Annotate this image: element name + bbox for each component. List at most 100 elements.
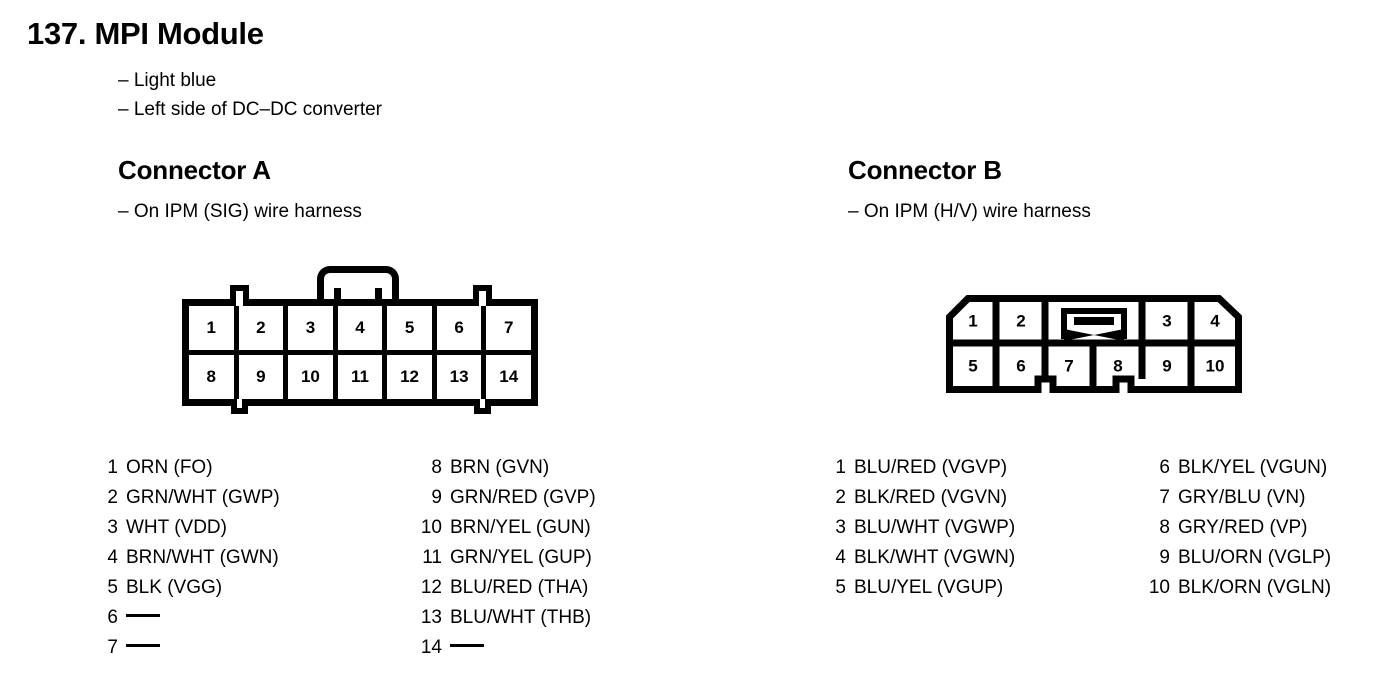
pin-label: GRN/WHT (GWP) — [126, 487, 280, 508]
pin-number: 11 — [422, 547, 442, 568]
connector-b-outline: 1 2 3 4 5 6 7 8 9 10 — [946, 295, 1242, 393]
pin-row: 8 BRN (GVN) — [416, 457, 596, 487]
connector-b-latch-recess — [1041, 299, 1146, 343]
connector-a-tab-top-left — [230, 285, 249, 306]
connector-b-note: – On IPM (H/V) wire harness — [848, 201, 1091, 222]
connector-a-note: – On IPM (SIG) wire harness — [118, 201, 362, 222]
connector-a-pin-cell: 14 — [486, 355, 531, 399]
pin-row: 4 BRN/WHT (GWN) — [92, 547, 280, 577]
connector-b-pin-cell: 9 — [1162, 357, 1171, 376]
pin-label: BLU/WHT (THB) — [450, 607, 592, 628]
connector-b-pin-cell: 7 — [1064, 357, 1073, 376]
lock-bar-icon — [1074, 317, 1114, 325]
connector-a-pin-grid: 1 2 3 4 5 6 7 8 9 10 11 12 13 14 — [189, 306, 531, 399]
pin-label: BLU/RED (THA) — [450, 577, 589, 598]
pin-number: 5 — [107, 577, 118, 598]
pin-number: 9 — [431, 487, 442, 508]
connector-b-pin-cell: 3 — [1162, 312, 1171, 331]
pin-row: 2 GRN/WHT (GWP) — [92, 487, 280, 517]
pin-number: 5 — [835, 577, 846, 598]
pin-number: 10 — [1148, 577, 1170, 598]
pin-number: 8 — [431, 457, 442, 478]
connector-a-tab-top-right — [473, 285, 492, 306]
pin-row: 11 GRN/YEL (GUP) — [416, 547, 596, 577]
pin-label: BLK/WHT (VGWN) — [854, 547, 1016, 568]
pin-row: 9 GRN/RED (GVP) — [416, 487, 596, 517]
connector-a-diagram: 1 2 3 4 5 6 7 8 9 10 11 12 13 14 — [182, 266, 538, 414]
connector-a-tab-bottom-right — [474, 399, 491, 414]
pin-label: BLU/ORN (VGLP) — [1178, 547, 1332, 568]
connector-a-pin-cell: 2 — [238, 306, 284, 350]
connector-b-pin-cell: 1 — [968, 312, 977, 331]
pin-row: 12 BLU/RED (THA) — [416, 577, 596, 607]
pin-number: 12 — [420, 577, 442, 598]
pin-row: 10 BRN/YEL (GUN) — [416, 517, 596, 547]
pin-number: 10 — [420, 517, 442, 538]
connector-b-pin-cell: 4 — [1210, 312, 1220, 331]
pin-number: 2 — [835, 487, 846, 508]
connector-a-pin-cell: 5 — [387, 306, 432, 350]
pin-row: 1 ORN (FO) — [92, 457, 280, 487]
connector-b-pin-cell: 8 — [1113, 357, 1122, 376]
pin-row: 7 — [92, 637, 280, 667]
connector-b-diagram: 1 2 3 4 5 6 7 8 9 10 — [946, 295, 1242, 393]
pin-label: BRN (GVN) — [450, 457, 550, 478]
pin-label: BRN/YEL (GUN) — [450, 517, 591, 538]
pin-label: GRY/RED (VP) — [1178, 517, 1308, 538]
pin-number: 13 — [420, 607, 442, 628]
pin-label: WHT (VDD) — [126, 517, 227, 538]
pin-number: 6 — [107, 607, 118, 628]
connector-b-pin-cell: 10 — [1206, 357, 1225, 376]
connector-b-pin-cell: 5 — [968, 357, 977, 376]
pin-label — [450, 637, 484, 659]
pin-row: 5 BLU/YEL (VGUP) — [820, 577, 1015, 607]
pin-label: BLU/YEL (VGUP) — [854, 577, 1004, 598]
pin-number: 1 — [835, 457, 846, 478]
connector-a-pin-cell: 1 — [189, 306, 234, 350]
connector-a-pin-cell: 6 — [436, 306, 482, 350]
connector-a-pin-cell: 8 — [189, 355, 234, 399]
pin-empty-dash — [126, 644, 160, 647]
lock-bracket-icon — [1061, 308, 1127, 339]
pin-number: 14 — [420, 637, 442, 658]
pin-number: 9 — [1159, 547, 1170, 568]
pin-row: 6 — [92, 607, 280, 637]
pin-label: GRN/YEL (GUP) — [450, 547, 592, 568]
connector-a-tab-bottom-left — [231, 399, 248, 414]
connector-a-pin-cell: 3 — [288, 306, 333, 350]
pin-label — [126, 637, 160, 659]
pin-row: 14 — [416, 637, 596, 667]
pin-row: 8 GRY/RED (VP) — [1144, 517, 1331, 547]
pin-label: BLK (VGG) — [126, 577, 223, 598]
connector-a-heading: Connector A — [118, 155, 271, 185]
pin-number: 4 — [835, 547, 846, 568]
page-title: 137. MPI Module — [27, 16, 264, 51]
connector-b-pin-cell: 6 — [1016, 357, 1025, 376]
pin-label: BLK/YEL (VGUN) — [1178, 457, 1328, 478]
pin-label: GRN/RED (GVP) — [450, 487, 596, 508]
pin-number: 7 — [1159, 487, 1170, 508]
pin-label: ORN (FO) — [126, 457, 213, 478]
pin-number: 3 — [107, 517, 118, 538]
pin-number: 2 — [107, 487, 118, 508]
connector-a-pin-cell: 4 — [337, 306, 383, 350]
pin-number: 1 — [107, 457, 118, 478]
connector-a-pin-cell: 11 — [337, 355, 383, 399]
pin-number: 8 — [1159, 517, 1170, 538]
pin-number: 3 — [835, 517, 846, 538]
connector-a-pin-cell: 12 — [387, 355, 432, 399]
pin-row: 13 BLU/WHT (THB) — [416, 607, 596, 637]
connector-a-pin-cell: 7 — [486, 306, 531, 350]
pin-label: BRN/WHT (GWN) — [126, 547, 279, 568]
pin-empty-dash — [450, 644, 484, 647]
pin-label — [126, 607, 160, 629]
connector-a-pin-cell: 13 — [436, 355, 482, 399]
pin-number: 4 — [107, 547, 118, 568]
